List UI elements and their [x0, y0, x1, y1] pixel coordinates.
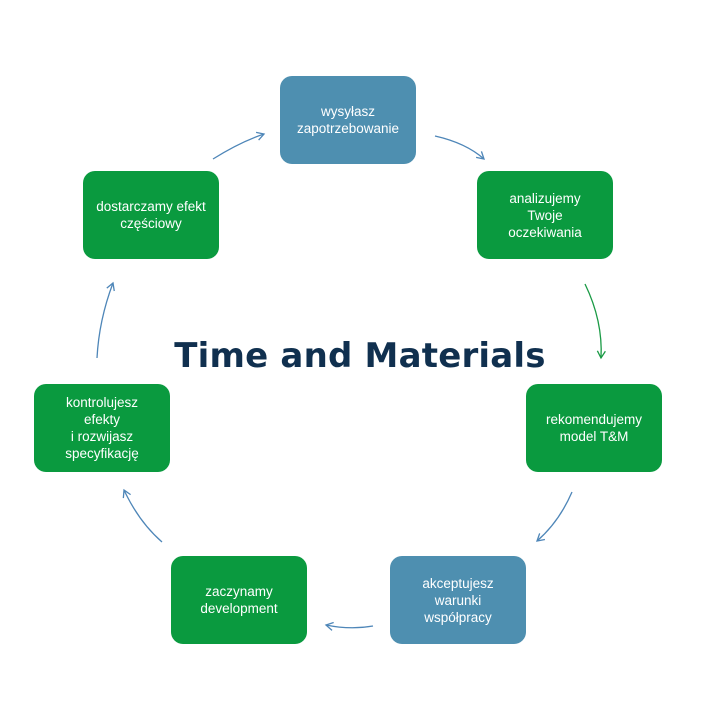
- step-2-node: analizujemy Twoje oczekiwania: [477, 171, 613, 259]
- step-2-label: analizujemy Twoje oczekiwania: [508, 190, 582, 240]
- step-3-label: rekomendujemy model T&M: [545, 412, 643, 444]
- diagram-title: Time and Materials: [174, 336, 546, 376]
- arrow-1-to-2: [434, 135, 485, 160]
- step-4-node: akceptujesz warunki współpracy: [390, 556, 526, 644]
- arrow-4-to-5: [324, 621, 374, 631]
- step-6-label: kontrolujesz efekty i rozwijasz specyfik…: [65, 395, 139, 461]
- step-7-label: dostarczamy efekt częściowy: [96, 199, 206, 231]
- step-4-label: akceptujesz warunki współpracy: [422, 575, 494, 625]
- step-5-node: zaczynamy development: [171, 556, 307, 644]
- arrow-2-to-3: [584, 283, 606, 360]
- arrow-7-to-1: [212, 131, 266, 160]
- step-6-node: kontrolujesz efekty i rozwijasz specyfik…: [34, 384, 170, 472]
- step-7-node: dostarczamy efekt częściowy: [83, 171, 219, 259]
- step-1-node: wysyłasz zapotrzebowanie: [280, 76, 416, 164]
- step-1-label: wysyłasz zapotrzebowanie: [296, 104, 400, 136]
- step-3-node: rekomendujemy model T&M: [526, 384, 662, 472]
- step-5-label: zaczynamy development: [200, 584, 278, 616]
- arrow-5-to-6: [122, 488, 163, 543]
- arrow-6-to-7: [96, 281, 115, 359]
- arrow-3-to-4: [536, 491, 573, 542]
